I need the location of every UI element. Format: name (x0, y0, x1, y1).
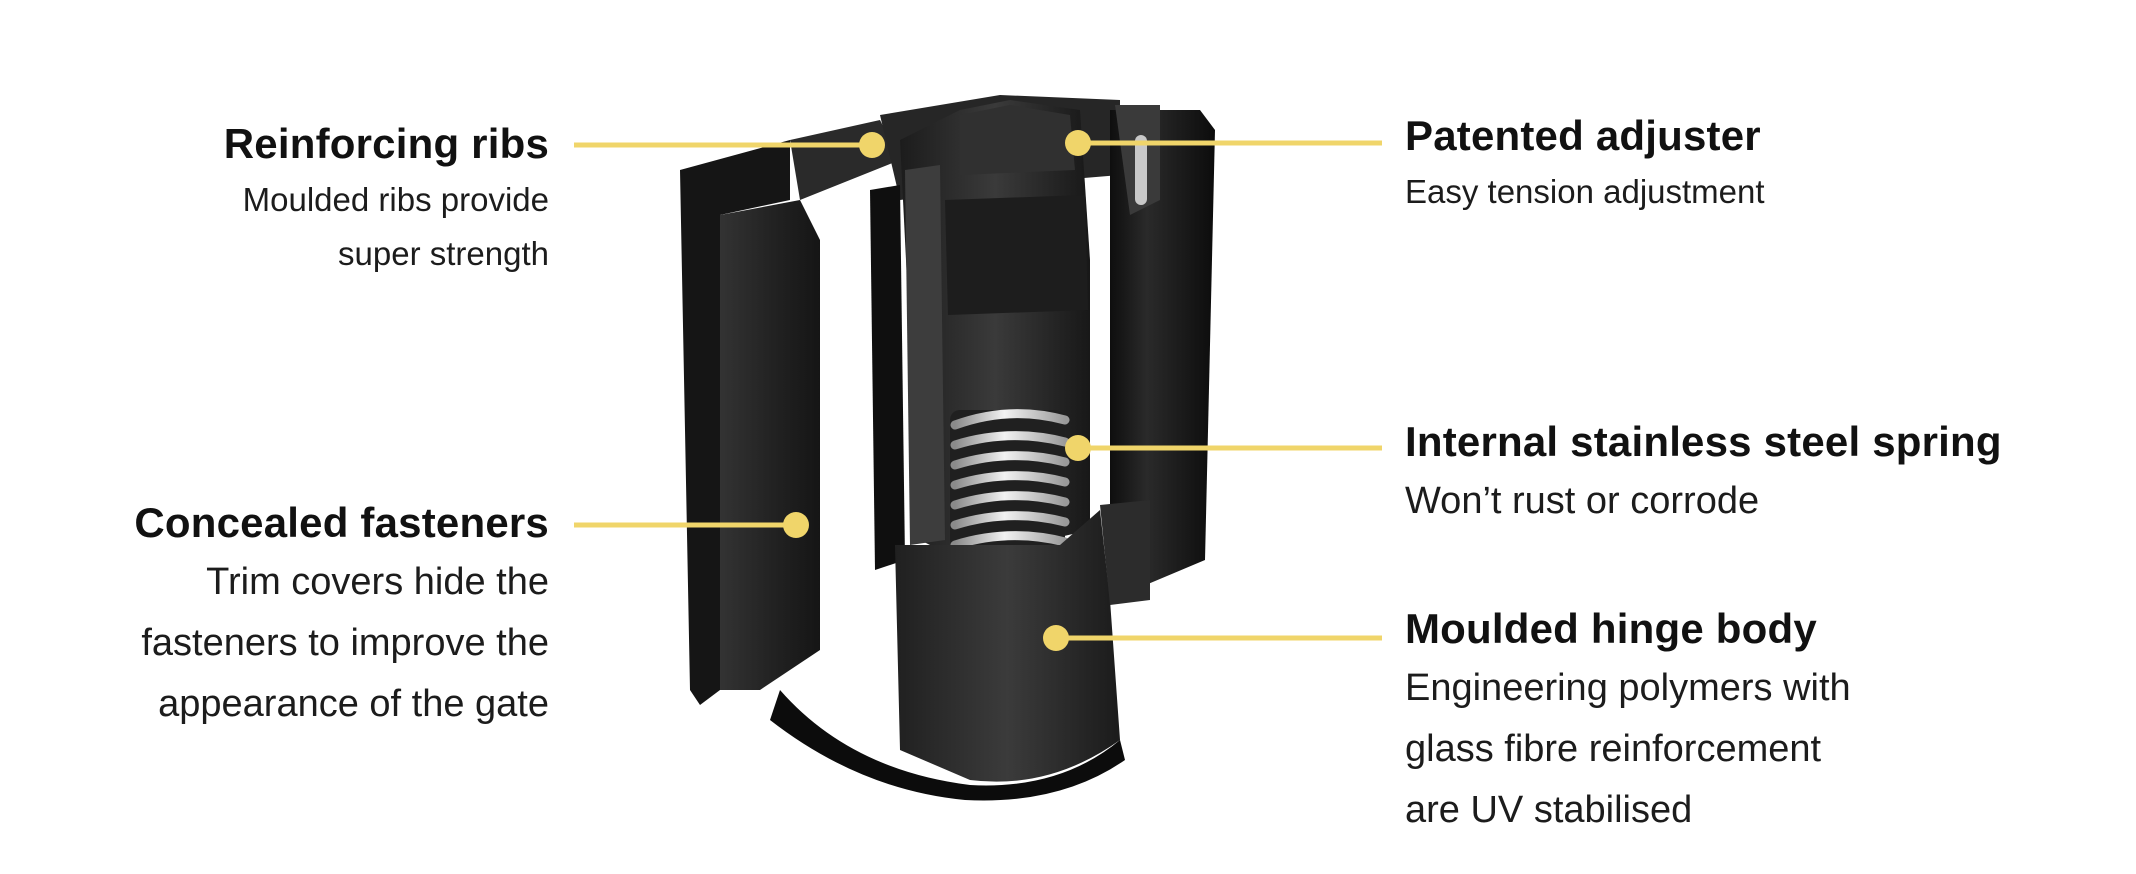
callout-description: Easy tension adjustment (1405, 173, 1765, 210)
callout-title: Patented adjuster (1405, 112, 1761, 159)
leader-dot-stainless-spring (1065, 435, 1091, 461)
callout-stainless-spring: Internal stainless steel spring Won’t ru… (1405, 413, 2002, 532)
leader-dot-concealed-fasteners (783, 512, 809, 538)
leader-lines (574, 130, 1382, 651)
callout-title: Reinforcing ribs (223, 120, 549, 167)
callout-description: Trim covers hide the fasteners to improv… (141, 561, 549, 725)
callout-description: Moulded ribs provide super strength (242, 181, 549, 272)
callout-patented-adjuster: Patented adjuster Easy tension adjustmen… (1405, 107, 1765, 219)
leader-dot-reinforcing-ribs (859, 132, 885, 158)
callout-title: Internal stainless steel spring (1405, 418, 2002, 465)
callout-hinge-body: Moulded hinge body Engineering polymers … (1405, 600, 1851, 841)
callout-concealed-fasteners: Concealed fasteners Trim covers hide the… (134, 494, 549, 735)
stainless-spring (950, 409, 1070, 550)
callout-reinforcing-ribs: Reinforcing ribs Moulded ribs provide su… (224, 115, 549, 281)
leader-dot-patented-adjuster (1065, 130, 1091, 156)
callout-title: Moulded hinge body (1405, 605, 1817, 652)
callout-description: Engineering polymers with glass fibre re… (1405, 667, 1851, 831)
moulded-hinge-body (770, 500, 1150, 801)
callout-description: Won’t rust or corrode (1405, 480, 1760, 522)
callout-title: Concealed fasteners (134, 499, 549, 546)
leader-dot-hinge-body (1043, 625, 1069, 651)
hinge-outer-shell (680, 120, 900, 705)
